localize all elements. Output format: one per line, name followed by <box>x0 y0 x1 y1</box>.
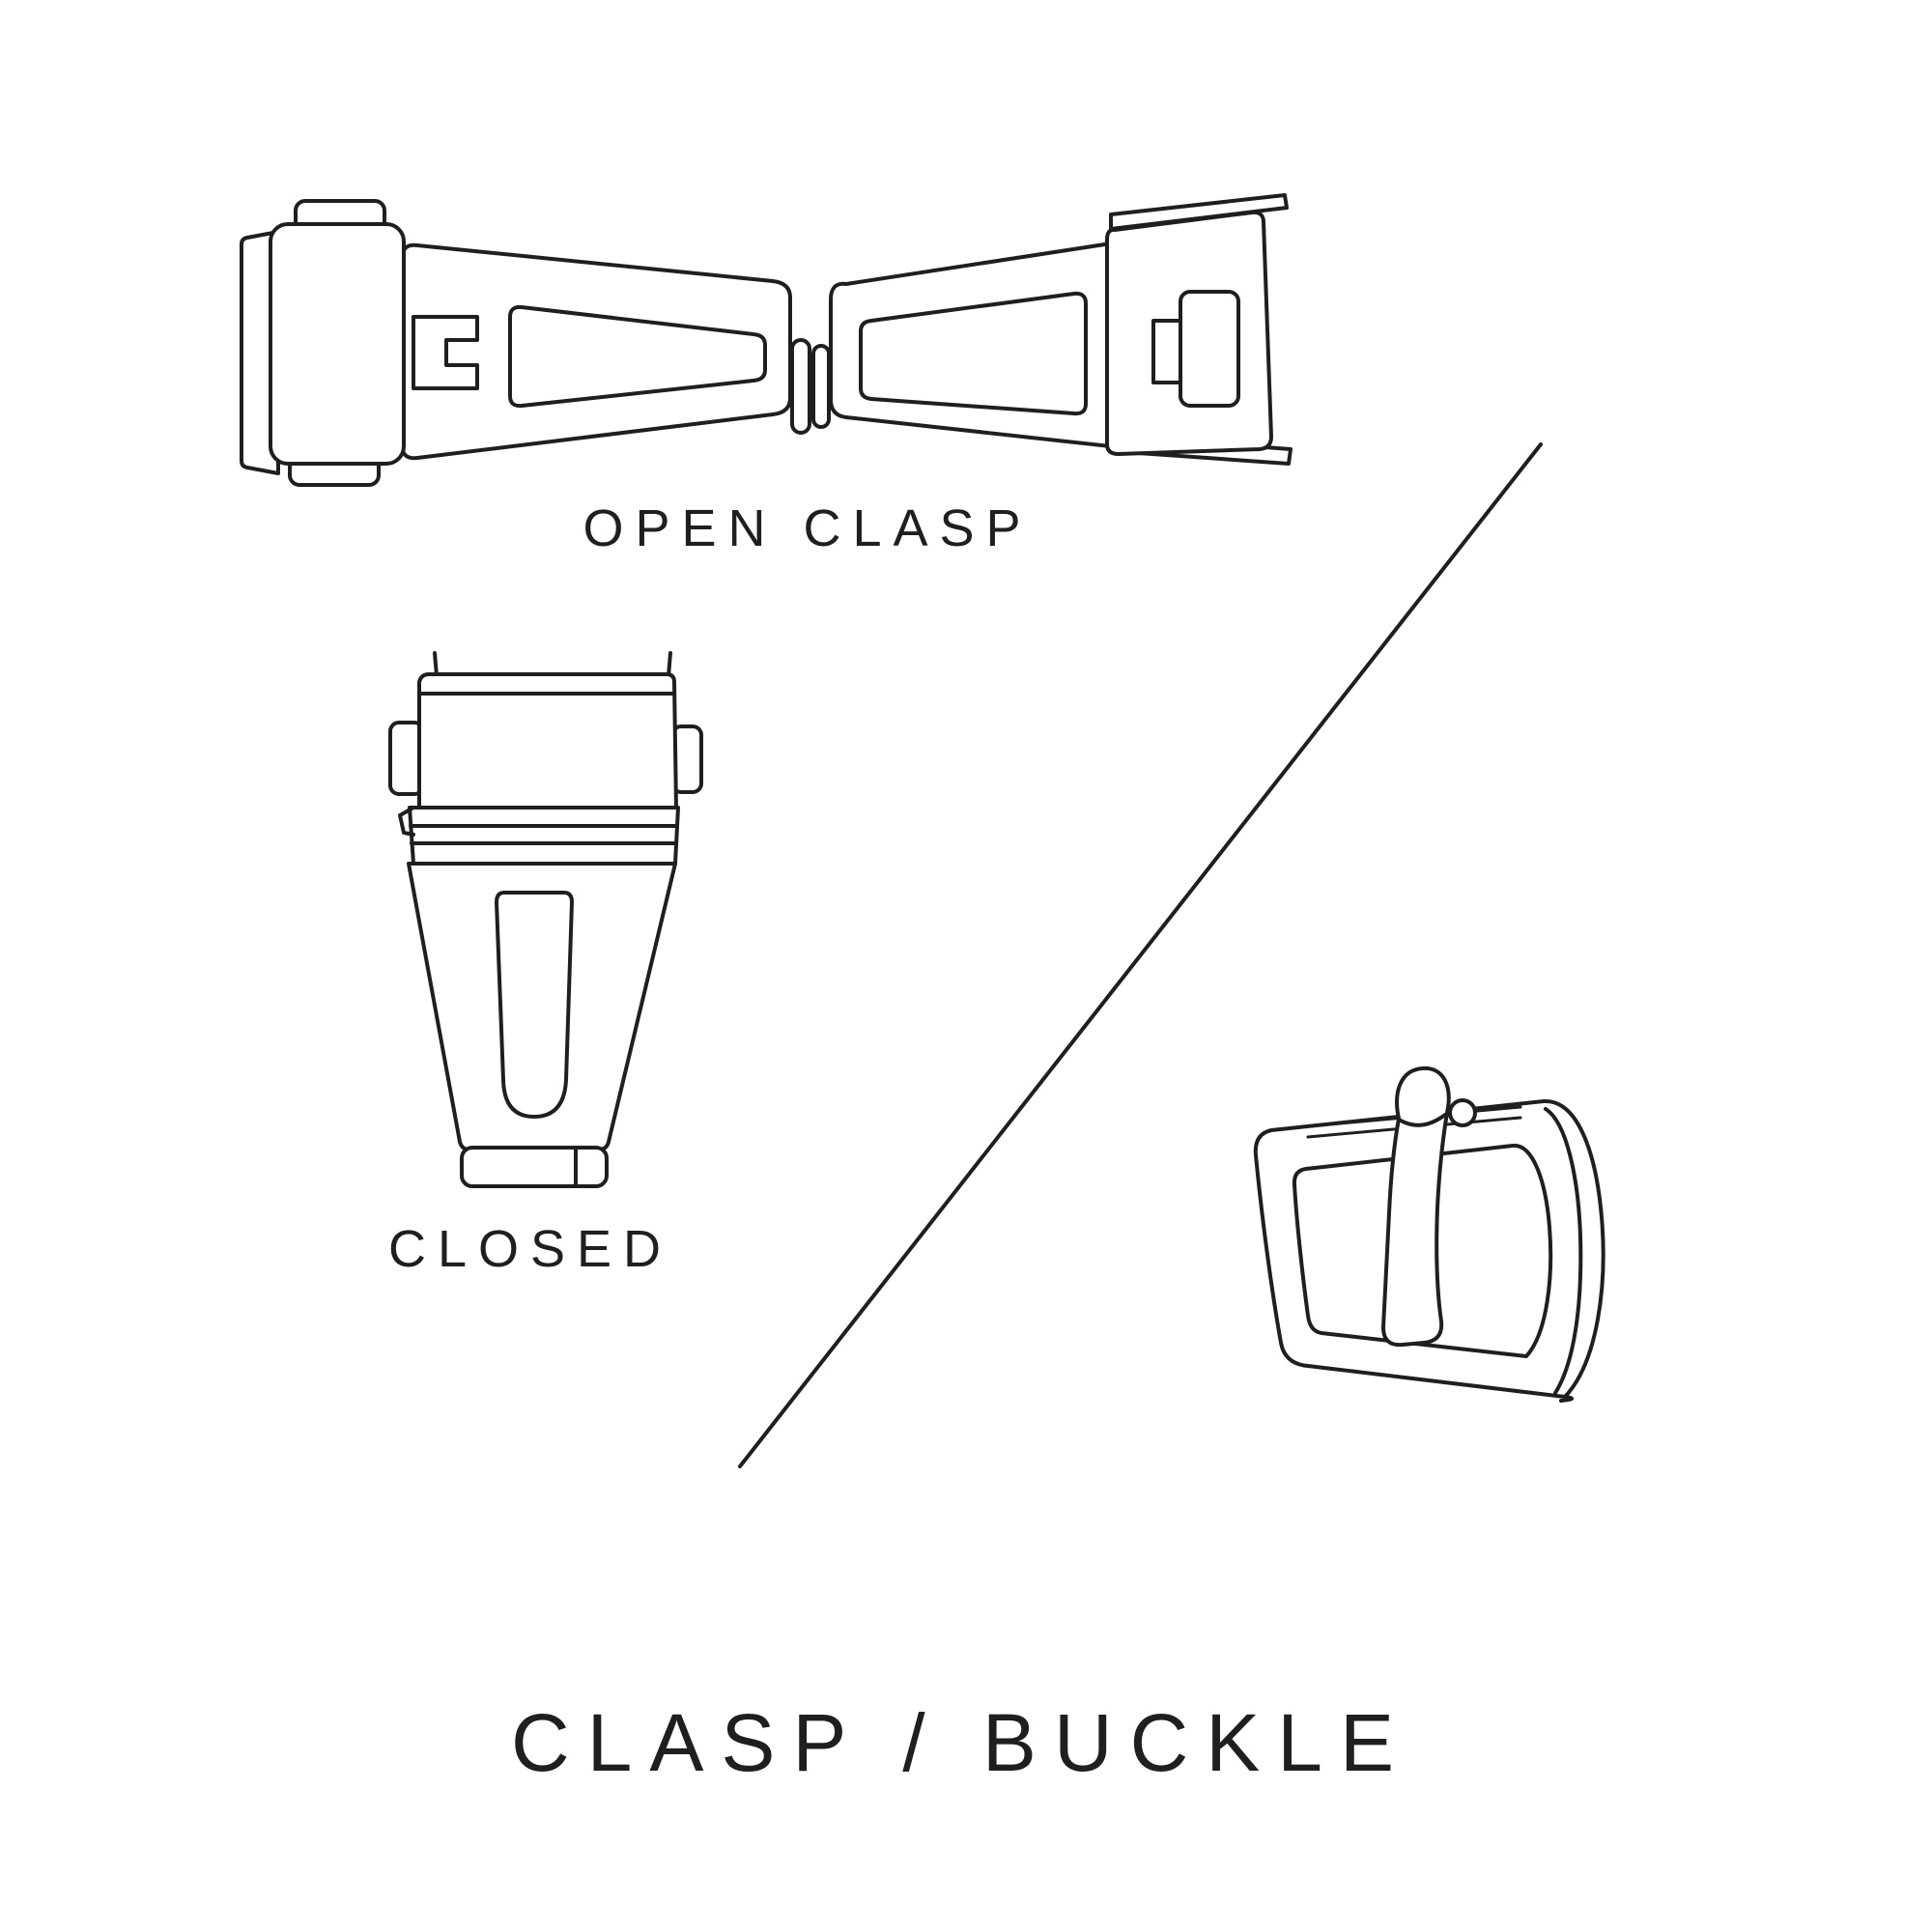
buckle-tongue <box>1381 1065 1451 1348</box>
closed-clasp-bottom-bar <box>460 1146 609 1188</box>
closed-clasp-fold-band <box>408 806 680 866</box>
buckle-right-band-contour <box>1544 1107 1583 1395</box>
open-clasp-hook-catch <box>412 315 479 390</box>
open-clasp-hinge-inner <box>811 344 831 429</box>
open-clasp-label: OPEN CLASP <box>582 499 1033 557</box>
open-clasp-hinge-outer <box>790 338 811 435</box>
page-title: CLASP / BUCKLE <box>510 1697 1412 1788</box>
closed-clasp-left-notch <box>398 806 415 837</box>
open-clasp-right-arm-inner-outline <box>859 291 1088 416</box>
open-clasp-right-top-lip <box>1109 193 1289 231</box>
buckle-pin-ring <box>1448 1098 1477 1127</box>
open-clasp-slot-bracket <box>1151 319 1182 384</box>
open-clasp-left-arm <box>400 242 792 461</box>
closed-clasp-inner-slot <box>495 891 574 1119</box>
open-clasp-keeper-slot <box>1179 290 1240 408</box>
closed-clasp-right-prong <box>667 651 672 678</box>
divider-line <box>738 442 1543 1468</box>
closed-clasp-label: CLOSED <box>387 1220 673 1278</box>
buckle-tongue-fold-line <box>1399 1113 1447 1127</box>
buckle-frame-corner <box>1559 1395 1574 1403</box>
open-clasp-left-block <box>269 222 406 466</box>
closed-clasp-body <box>407 862 677 1151</box>
open-clasp-left-arm-inner-outline <box>508 304 767 409</box>
closed-clasp-illustration <box>388 651 703 1188</box>
buckle-illustration <box>1253 1065 1605 1403</box>
open-clasp-right-arm <box>829 242 1113 448</box>
open-clasp-illustration <box>240 193 1293 487</box>
